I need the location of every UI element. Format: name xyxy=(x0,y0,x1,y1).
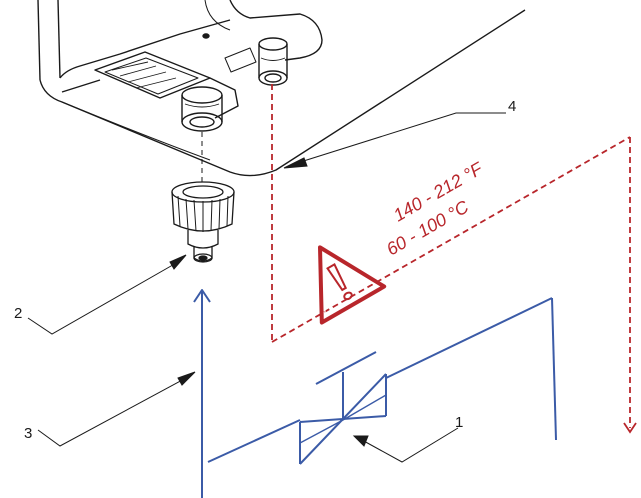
outlet-nozzle-left xyxy=(181,86,223,132)
screw-hole xyxy=(202,33,210,39)
base-inner-edge xyxy=(61,101,211,161)
housing-curve xyxy=(204,0,231,31)
leader-line-2 xyxy=(27,261,179,335)
hot-water-zone xyxy=(271,84,631,428)
outlet-nozzle-right xyxy=(258,37,288,86)
arrowhead-3 xyxy=(177,371,196,386)
arrowhead-2 xyxy=(169,254,187,270)
body-edge-line xyxy=(57,0,61,79)
callout-3: 3 xyxy=(24,425,32,442)
pipe-segment-upper xyxy=(385,297,553,379)
valve-handle xyxy=(315,351,377,385)
body-edge-line xyxy=(37,0,41,81)
pipe-segment-lower xyxy=(207,419,301,463)
arrowhead-4 xyxy=(283,157,308,169)
base-top-edge xyxy=(59,19,231,79)
callout-1: 1 xyxy=(455,414,463,431)
pipe-flow-arrow xyxy=(193,289,211,303)
arrowhead-1 xyxy=(352,435,369,447)
leader-lines xyxy=(27,112,506,463)
cassette-side xyxy=(209,77,239,119)
water-supply-pipe xyxy=(193,289,557,498)
base-bottom-edge xyxy=(39,9,526,177)
filter-ribs xyxy=(111,61,177,89)
callout-4: 4 xyxy=(508,98,516,115)
hot-zone-arrowhead xyxy=(623,422,637,434)
hose-connector xyxy=(171,181,235,263)
base-lip xyxy=(61,79,101,93)
housing-right xyxy=(229,0,323,61)
shutoff-valve xyxy=(299,351,387,465)
leader-line-1 xyxy=(361,427,459,463)
hot-zone-diagonal xyxy=(271,136,631,343)
leader-line-4 xyxy=(293,112,506,165)
appliance-base xyxy=(37,0,526,177)
callout-2: 2 xyxy=(14,305,22,322)
leader-line-3 xyxy=(37,377,187,447)
pipe-riser xyxy=(551,297,557,441)
recess-slot xyxy=(224,47,257,73)
warning-triangle-icon xyxy=(318,245,387,325)
